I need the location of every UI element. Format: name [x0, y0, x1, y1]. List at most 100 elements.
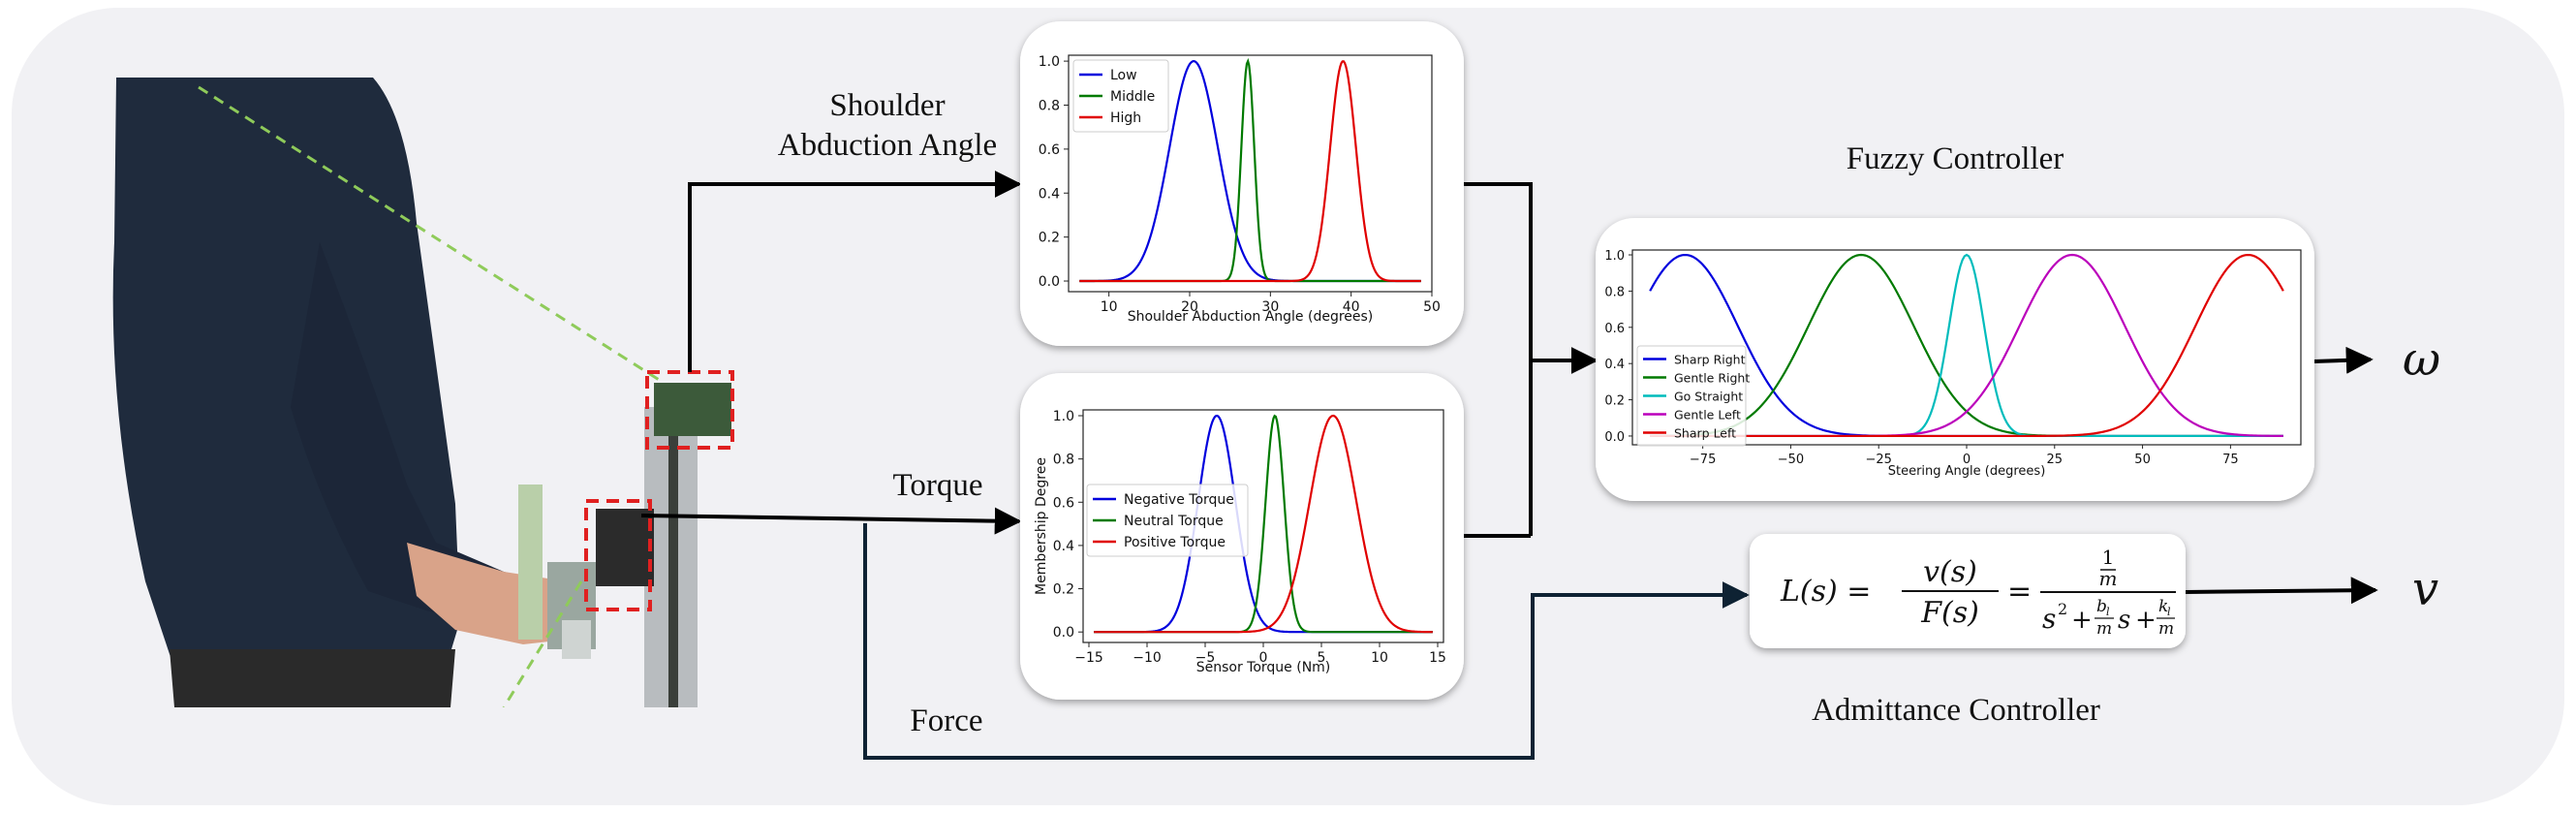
steering-legend-label: Go Straight — [1674, 390, 1743, 404]
shoulder-ytick-label: 0.6 — [1039, 142, 1060, 158]
torque-ytick-label: 0.8 — [1053, 453, 1074, 468]
torque-xtick-label: −10 — [1133, 650, 1162, 666]
steering-xtick-label: −25 — [1865, 453, 1891, 467]
device-top-box — [654, 383, 731, 436]
steering-ytick-label: 1.0 — [1604, 249, 1625, 264]
steering-xlabel: Steering Angle (degrees) — [1888, 464, 2046, 479]
admittance-equation: L(s) = v(s) F(s) = 1 m s 2 + b l m s + k… — [1780, 546, 2176, 639]
shoulder-ytick-label: 0.4 — [1039, 186, 1060, 202]
torque-signal-arrow — [640, 507, 1022, 535]
shoulder-xtick-label: 40 — [1343, 299, 1360, 315]
torque-xtick-label: 10 — [1371, 650, 1388, 666]
shoulder-legend-label: High — [1110, 110, 1141, 126]
steering-ytick-label: 0.2 — [1604, 394, 1625, 409]
eq-tf-num: 1 — [2102, 546, 2115, 569]
shoulder-ytick-label: 0.8 — [1039, 98, 1060, 113]
shoulder-series-high — [1079, 60, 1421, 283]
eq-tf-plus2: + — [2135, 606, 2157, 635]
pants-shape — [170, 649, 455, 707]
steering-xtick-label: 75 — [2222, 453, 2239, 467]
omega-output-arrow — [2312, 346, 2374, 374]
sensor-box-torque — [584, 499, 652, 611]
torque-legend-label: Positive Torque — [1124, 535, 1226, 550]
shoulder-xtick-label: 50 — [1423, 299, 1441, 315]
eq-equals: = — [2007, 575, 2032, 609]
steering-legend-label: Gentle Left — [1674, 408, 1741, 422]
shoulder-to-fuzzy-line — [1461, 182, 1533, 536]
eq-ratio-num: v(s) — [1923, 555, 1977, 589]
connectors — [640, 171, 2378, 760]
steering-chart-card — [1596, 218, 2314, 501]
steering-ytick-label: 0.0 — [1604, 430, 1625, 445]
eq-lhs: L(s) = — [1780, 575, 1871, 609]
torque-ytick-label: 1.0 — [1053, 409, 1074, 424]
eq-tf-b: b — [2096, 597, 2107, 616]
steering-legend-box — [1636, 345, 1747, 447]
steering-legend-label: Gentle Right — [1674, 371, 1750, 386]
eq-tf-k: k — [2158, 597, 2168, 616]
eq-tf-den-s2: s — [2042, 603, 2056, 635]
torque-ytick-label: 0.2 — [1053, 582, 1074, 598]
force-signal-arrow — [863, 523, 1750, 760]
shoulder-legend-label: Middle — [1110, 89, 1155, 105]
torque-ytick-label: 0.4 — [1053, 539, 1074, 554]
steering-legend-label: Sharp Left — [1674, 426, 1736, 441]
eq-tf-m2: m — [2158, 619, 2174, 639]
eq-tf-num-den: m — [2099, 567, 2118, 590]
torque-xlabel: Sensor Torque (Nm) — [1196, 660, 1331, 675]
eq-tf-plus1: + — [2071, 606, 2093, 635]
shoulder-xtick-label: 20 — [1181, 299, 1198, 315]
label-force: Force — [910, 704, 982, 738]
eq-tf-m1: m — [2096, 619, 2112, 639]
steering-ytick-label: 0.8 — [1604, 285, 1625, 299]
shoulder-ytick-label: 1.0 — [1039, 54, 1060, 70]
shoulder-ytick-label: 0.0 — [1039, 274, 1060, 290]
torque-series-positive-torque — [1094, 414, 1433, 634]
device-arm-bar — [518, 485, 543, 640]
torque-ytick-label: 0.0 — [1053, 625, 1074, 641]
label-admittance-controller: Admittance Controller — [1812, 693, 2100, 728]
label-torque: Torque — [893, 468, 983, 503]
torque-legend-label: Neutral Torque — [1124, 514, 1224, 529]
torque-xtick-label: −5 — [1195, 650, 1216, 666]
shoulder-xtick-label: 30 — [1261, 299, 1279, 315]
eq-tf-k-sub: l — [2167, 606, 2171, 618]
device-motor — [596, 509, 654, 586]
device-frame-rail — [668, 407, 678, 707]
label-shoulder-line2: Abduction Angle — [778, 128, 997, 163]
eq-tf-b-sub: l — [2106, 606, 2110, 618]
eq-tf-den-s2-exp: 2 — [2058, 600, 2067, 618]
output-v: v — [2412, 562, 2438, 616]
eq-ratio-den: F(s) — [1920, 596, 1979, 630]
shoulder-ytick-label: 0.2 — [1039, 231, 1060, 246]
eq-tf-s: s — [2118, 606, 2130, 635]
output-omega: ω — [2403, 332, 2440, 387]
shoulder-legend-label: Low — [1110, 68, 1137, 83]
torque-ytick-label: 0.6 — [1053, 495, 1074, 511]
torque-xtick-label: −15 — [1074, 650, 1103, 666]
torque-legend-box — [1086, 484, 1249, 557]
person-photo — [97, 76, 775, 707]
torque-xtick-label: 0 — [1259, 650, 1268, 666]
device-bracket — [562, 620, 591, 659]
arm-shape — [291, 242, 557, 630]
body-angle-line-lower — [502, 580, 583, 707]
v-output-arrow — [2184, 577, 2378, 605]
label-fuzzy-controller: Fuzzy Controller — [1847, 141, 2064, 176]
steering-ytick-label: 0.4 — [1604, 358, 1625, 372]
torque-xtick-label: 5 — [1318, 650, 1326, 666]
steering-series-sharp-left — [1650, 253, 2284, 438]
steering-xtick-label: 0 — [1963, 453, 1971, 467]
torque-ylabel: Membership Degree — [1034, 457, 1049, 595]
shoulder-xlabel: Shoulder Abduction Angle (degrees) — [1128, 309, 1374, 325]
steering-xtick-label: 25 — [2047, 453, 2064, 467]
steering-xtick-label: −50 — [1778, 453, 1804, 467]
shoulder-xtick-label: 10 — [1101, 299, 1118, 315]
steering-legend-label: Sharp Right — [1674, 353, 1746, 367]
steering-xtick-label: 50 — [2134, 453, 2151, 467]
shoulder-plot-frame — [1068, 54, 1433, 293]
